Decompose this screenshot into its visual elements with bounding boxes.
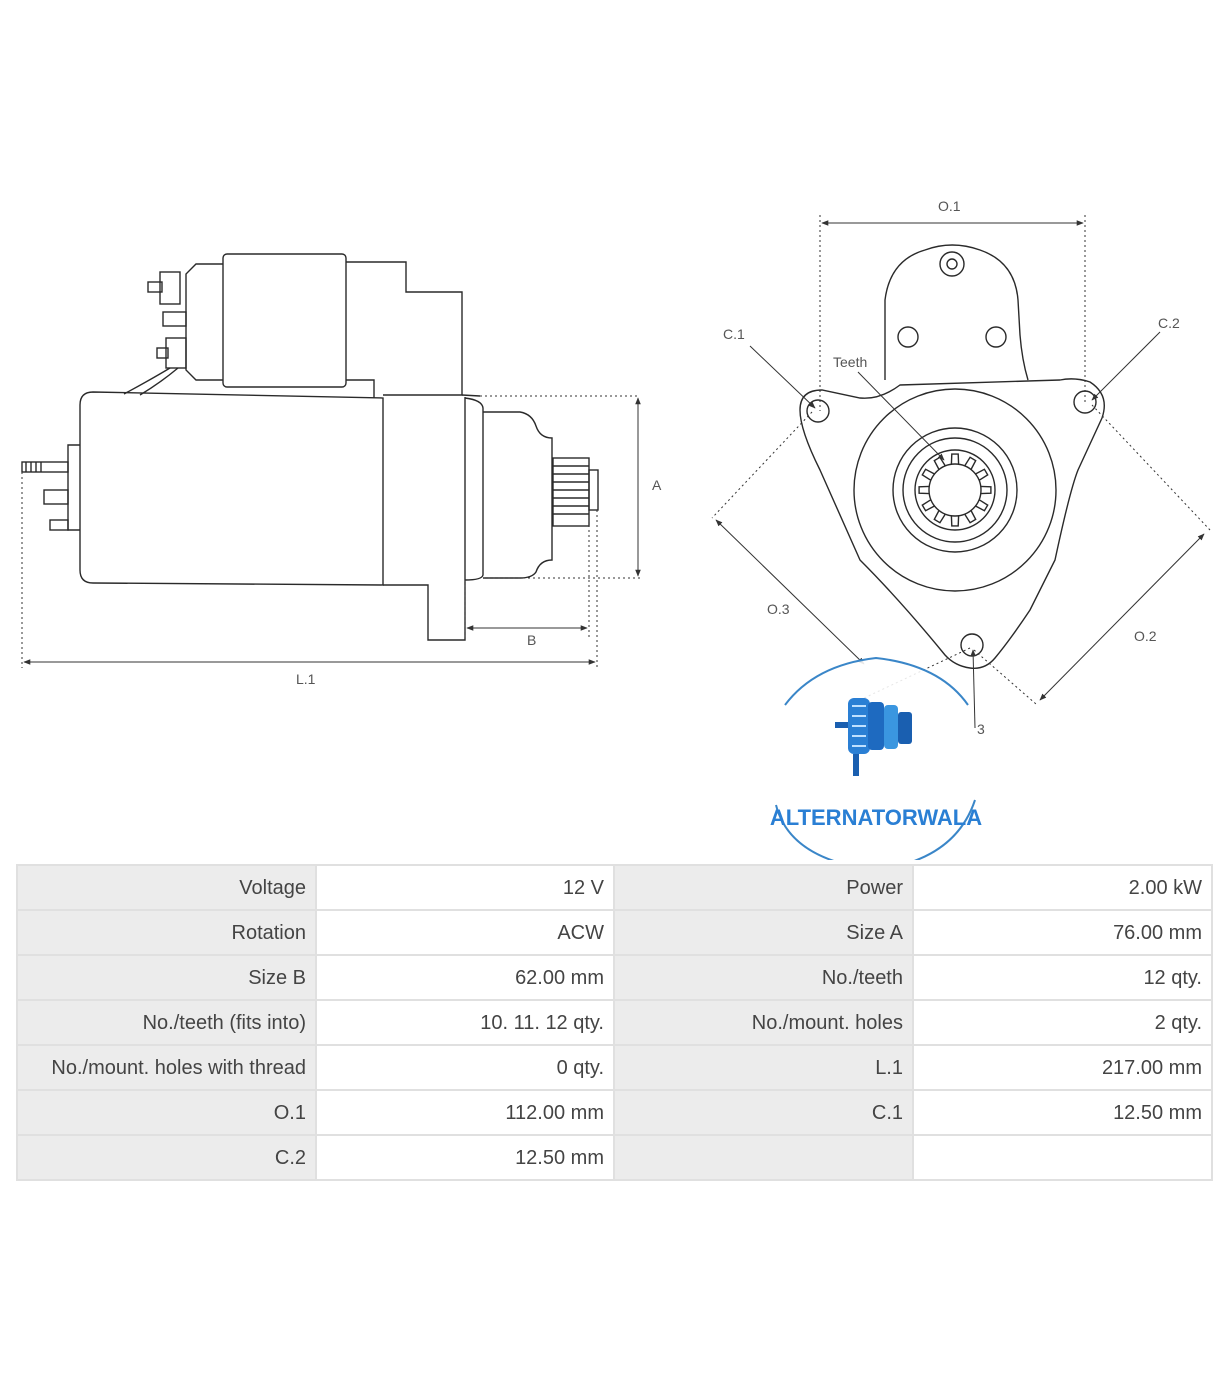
mount-hole-c3 <box>960 633 984 657</box>
spec-value-1: 12.50 mm <box>315 1134 615 1181</box>
spec-value-1: 0 qty. <box>315 1044 615 1091</box>
spec-row: No./teeth (fits into)10. 11. 12 qty.No./… <box>16 999 1213 1046</box>
logo-text: ALTERNATORWALA <box>770 805 982 830</box>
spec-label-2: No./teeth <box>613 954 914 1001</box>
spec-label-1: Rotation <box>16 909 317 956</box>
mount-hole-c1 <box>806 399 830 423</box>
spec-label-2: Size A <box>613 909 914 956</box>
spec-label-1: No./teeth (fits into) <box>16 999 317 1046</box>
spec-value-2: 2 qty. <box>912 999 1213 1046</box>
spec-value-2 <box>912 1134 1213 1181</box>
spec-value-1: 10. 11. 12 qty. <box>315 999 615 1046</box>
solenoid <box>222 253 347 388</box>
spec-label-1: C.2 <box>16 1134 317 1181</box>
spec-value-2: 2.00 kW <box>912 864 1213 911</box>
alternatorwala-logo: ALTERNATORWALA <box>770 656 982 860</box>
dim-c2-label: C.2 <box>1158 315 1180 331</box>
dim-c1-label: C.1 <box>723 326 745 342</box>
spec-value-1: 12 V <box>315 864 615 911</box>
motor-body <box>79 391 384 586</box>
dim-o2-label: O.2 <box>1134 628 1157 644</box>
spec-value-1: ACW <box>315 909 615 956</box>
pinion <box>552 457 590 527</box>
spec-value-2: 76.00 mm <box>912 909 1213 956</box>
front-view: O.1 C.1 C.2 Teeth 3 O.3 O.2 <box>711 198 1211 737</box>
dim-a-label: A <box>652 477 662 493</box>
spec-label-1: O.1 <box>16 1089 317 1136</box>
spec-value-2: 217.00 mm <box>912 1044 1213 1091</box>
solenoid-lobe <box>884 244 1029 381</box>
spec-label-2: No./mount. holes <box>613 999 914 1046</box>
dim-c3-label: 3 <box>977 721 985 737</box>
spec-label-1: Voltage <box>16 864 317 911</box>
dim-o3-label: O.3 <box>767 601 790 617</box>
spec-label-2: C.1 <box>613 1089 914 1136</box>
spec-label-2: Power <box>613 864 914 911</box>
dim-b-label: B <box>527 632 536 648</box>
teeth-label: Teeth <box>833 354 867 370</box>
spec-label-1: Size B <box>16 954 317 1001</box>
drive-housing <box>346 261 463 396</box>
starter-motor-diagram: A B L.1 <box>21 198 1211 860</box>
spec-value-1: 112.00 mm <box>315 1089 615 1136</box>
pinion-teeth <box>918 453 992 527</box>
spec-label-2 <box>613 1134 914 1181</box>
mounting-flange <box>799 378 1105 669</box>
pinion-front <box>914 449 996 531</box>
side-view: A B L.1 <box>21 253 662 687</box>
dim-o1-label: O.1 <box>938 198 961 214</box>
dim-l1-label: L.1 <box>296 671 316 687</box>
spec-label-2: L.1 <box>613 1044 914 1091</box>
alternator-icon <box>835 698 912 776</box>
spec-value-2: 12 qty. <box>912 954 1213 1001</box>
spec-value-2: 12.50 mm <box>912 1089 1213 1136</box>
spec-label-1: No./mount. holes with thread <box>16 1044 317 1091</box>
spec-value-1: 62.00 mm <box>315 954 615 1001</box>
